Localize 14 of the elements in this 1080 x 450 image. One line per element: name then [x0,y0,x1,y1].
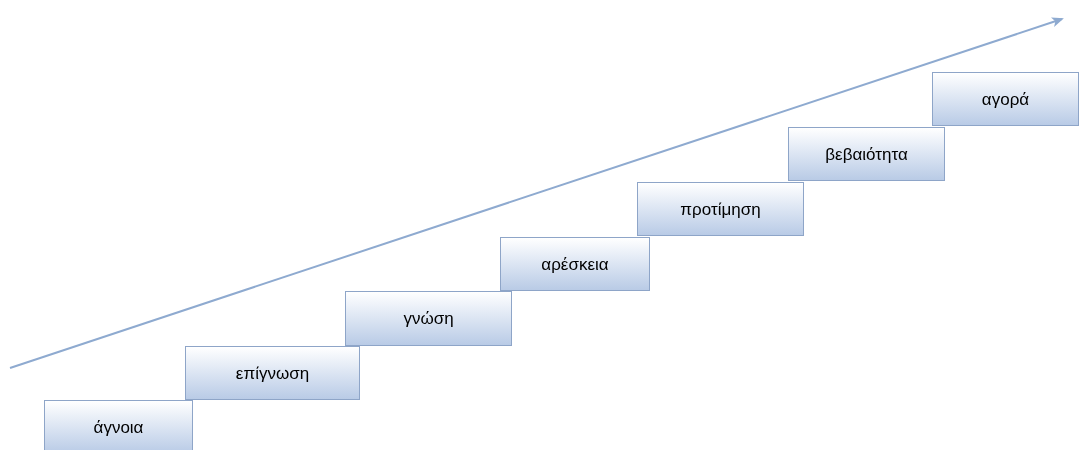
step-box [932,72,1079,126]
step-label: προτίμηση [680,199,761,221]
step-box [44,400,193,450]
step-label: επίγνωση [235,363,310,385]
step-box [345,291,512,346]
step-label: αρέσκεια [541,254,609,276]
step-label: γνώση [403,308,454,330]
step-box [185,346,360,400]
step-label: άγνοια [93,417,144,439]
step-box [788,127,945,181]
step-box [637,182,804,236]
step-label: βεβαιότητα [825,144,908,166]
step-label: αγορά [981,89,1030,111]
step-box [500,237,650,291]
